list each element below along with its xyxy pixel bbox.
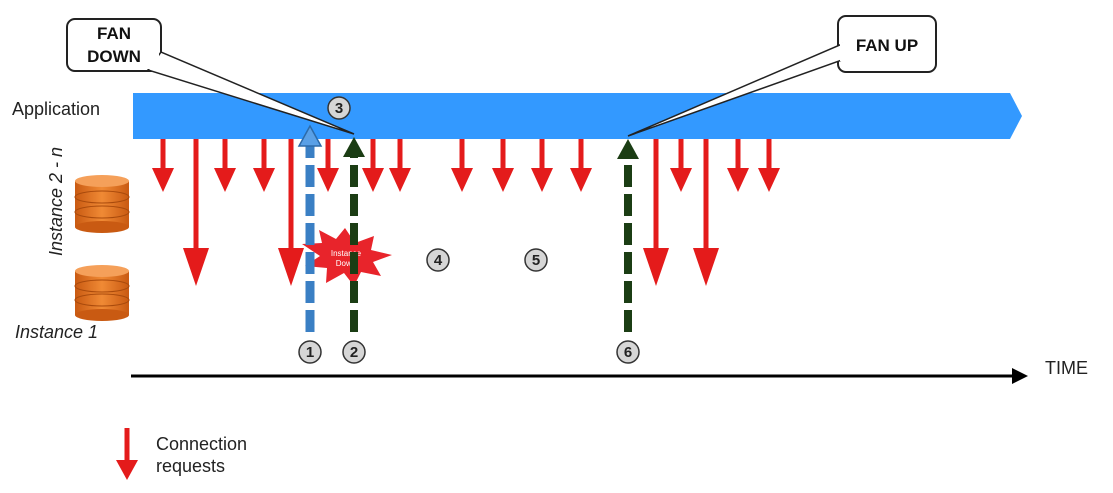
marker-2: 2 [342,340,366,364]
connection-arrow [670,139,692,192]
connection-arrow [643,139,669,286]
connection-arrow [727,139,749,192]
connection-arrow [278,139,304,286]
legend-line-2: requests [156,456,225,476]
svg-text:5: 5 [532,252,540,269]
instance-2n-label: Instance 2 - n [46,147,66,256]
connection-arrow [693,139,719,286]
legend-line-1: Connection [156,434,247,454]
time-label: TIME [1045,358,1088,378]
connection-arrow [214,139,236,192]
svg-text:4: 4 [434,252,443,269]
connection-arrow [183,139,209,286]
fan-down-arrow-1 [297,124,323,332]
database-icon [74,265,130,321]
marker-5: 5 [524,248,548,272]
connection-arrow [152,139,174,192]
database-icon [74,175,130,233]
connection-arrow [531,139,553,192]
fan-down-arrow-2 [343,137,365,332]
connection-arrow [570,139,592,192]
connection-arrow-icon [116,428,138,480]
svg-text:3: 3 [335,100,343,117]
application-bar [133,93,1022,139]
fan-up-label: FAN UP [856,36,918,55]
fan-down-line-1: FAN [97,24,131,43]
connection-arrow [253,139,275,192]
fan-up-callout: FAN UP [627,15,937,137]
marker-1: 1 [298,340,322,364]
instance-down-burst-icon: Instance Down [302,228,392,286]
svg-text:1: 1 [306,344,314,361]
legend: Connection requests [116,428,247,480]
fan-up-arrow [617,139,639,332]
svg-text:6: 6 [624,344,632,361]
svg-text:2: 2 [350,344,358,361]
instance-1-label: Instance 1 [15,322,98,342]
connection-arrow [317,139,339,192]
fan-down-callout: FAN DOWN [66,18,355,135]
marker-4: 4 [426,248,450,272]
application-label: Application [12,99,100,119]
time-axis [131,368,1028,384]
connection-arrow [389,139,411,192]
connection-arrow [451,139,473,192]
marker-3: 3 [327,96,351,120]
connection-arrow [758,139,780,192]
burst-text-line-2: Down [336,259,356,268]
connection-arrow [362,139,384,192]
connection-arrows [152,139,780,286]
marker-6: 6 [616,340,640,364]
burst-text-line-1: Instance [331,249,362,258]
fan-down-line-2: DOWN [87,47,141,66]
connection-arrow [492,139,514,192]
